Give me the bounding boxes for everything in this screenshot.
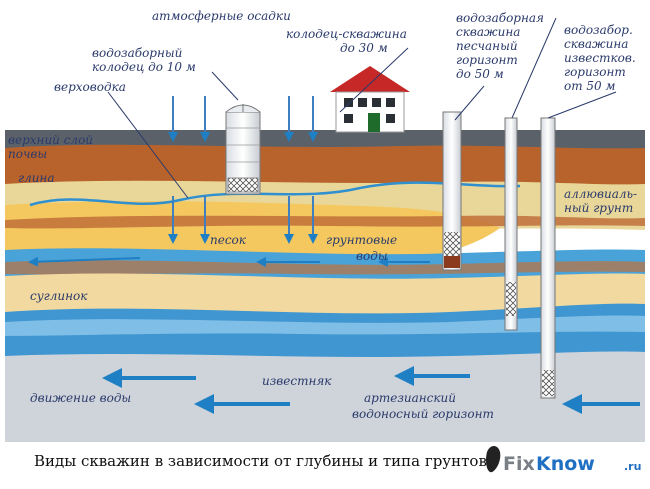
label-limestone: известняк [262, 374, 332, 388]
well-sand-filter [444, 232, 460, 256]
well-10m [225, 104, 261, 195]
label-sand-well-line1: водозаборная [456, 11, 544, 25]
house-roof [330, 66, 410, 92]
clay-seam [5, 215, 645, 229]
watermark-part2: Know [536, 453, 595, 475]
label-alluvial-line1: аллювиаль- [564, 187, 637, 201]
label-alluvial-line2: ный грунт [564, 201, 633, 215]
label-well-10-line2: колодец до 10 м [92, 60, 196, 74]
label-lime-well-line3: известков. [564, 51, 636, 65]
label-water-movement: движение воды [30, 391, 131, 405]
well-thin-filter [506, 282, 516, 316]
label-artesian-line1: артезианский [364, 391, 456, 405]
watermark-suffix: .ru [624, 460, 641, 473]
watermark-logo: Fix Know .ru [486, 446, 641, 475]
label-sand: песок [210, 233, 247, 247]
limestone-layer [5, 351, 645, 442]
groundwater-arrows [28, 256, 430, 267]
label-lime-well-line5: от 50 м [564, 79, 616, 93]
verkhovodka-line [29, 181, 521, 207]
water-flow-arrows [102, 366, 640, 414]
ground-layers [5, 130, 645, 442]
well-sand-50m [442, 111, 462, 271]
well-10m-filter [227, 177, 259, 193]
tooth-icon [486, 446, 501, 473]
house [330, 66, 410, 133]
label-groundwater-line1: грунтовые [326, 233, 397, 247]
label-sand-well-line3: песчаный [456, 39, 518, 53]
leader-lines [107, 17, 617, 199]
label-clay: глина [18, 171, 55, 185]
label-topsoil-line2: почвы [8, 147, 47, 161]
well-limestone [540, 117, 556, 399]
well-limestone-filter [542, 370, 554, 396]
watermark-part1: Fix [503, 453, 535, 475]
label-artesian-line2: водоносный горизонт [352, 407, 494, 421]
clay-band-lower [5, 260, 645, 275]
label-lime-well-line4: горизонт [564, 65, 626, 79]
label-sand-well-line4: горизонт [456, 53, 518, 67]
label-loam: суглинок [30, 289, 88, 303]
label-precipitation: атмосферные осадки [152, 9, 291, 23]
label-topsoil-line1: верхний слой [8, 133, 93, 147]
label-well-30-line2: до 30 м [340, 41, 388, 55]
label-lime-well-line1: водозабор. [564, 23, 633, 37]
label-verkhovodka: верховодка [54, 80, 126, 94]
label-sand-well-line5: до 50 м [456, 67, 504, 81]
label-groundwater-line2: воды [356, 249, 388, 263]
label-sand-well-line2: скважина [456, 25, 520, 39]
artesian-light-band [5, 315, 645, 336]
house-door [368, 113, 380, 132]
precipitation-arrows [168, 96, 318, 244]
label-lime-well-line2: скважина [564, 37, 628, 51]
label-well-30-line1: колодец-скважина [286, 27, 407, 41]
label-well-10-line1: водозаборный [92, 46, 182, 60]
caption: Виды скважин в зависимости от глубины и … [34, 452, 487, 470]
well-thin [504, 117, 518, 331]
